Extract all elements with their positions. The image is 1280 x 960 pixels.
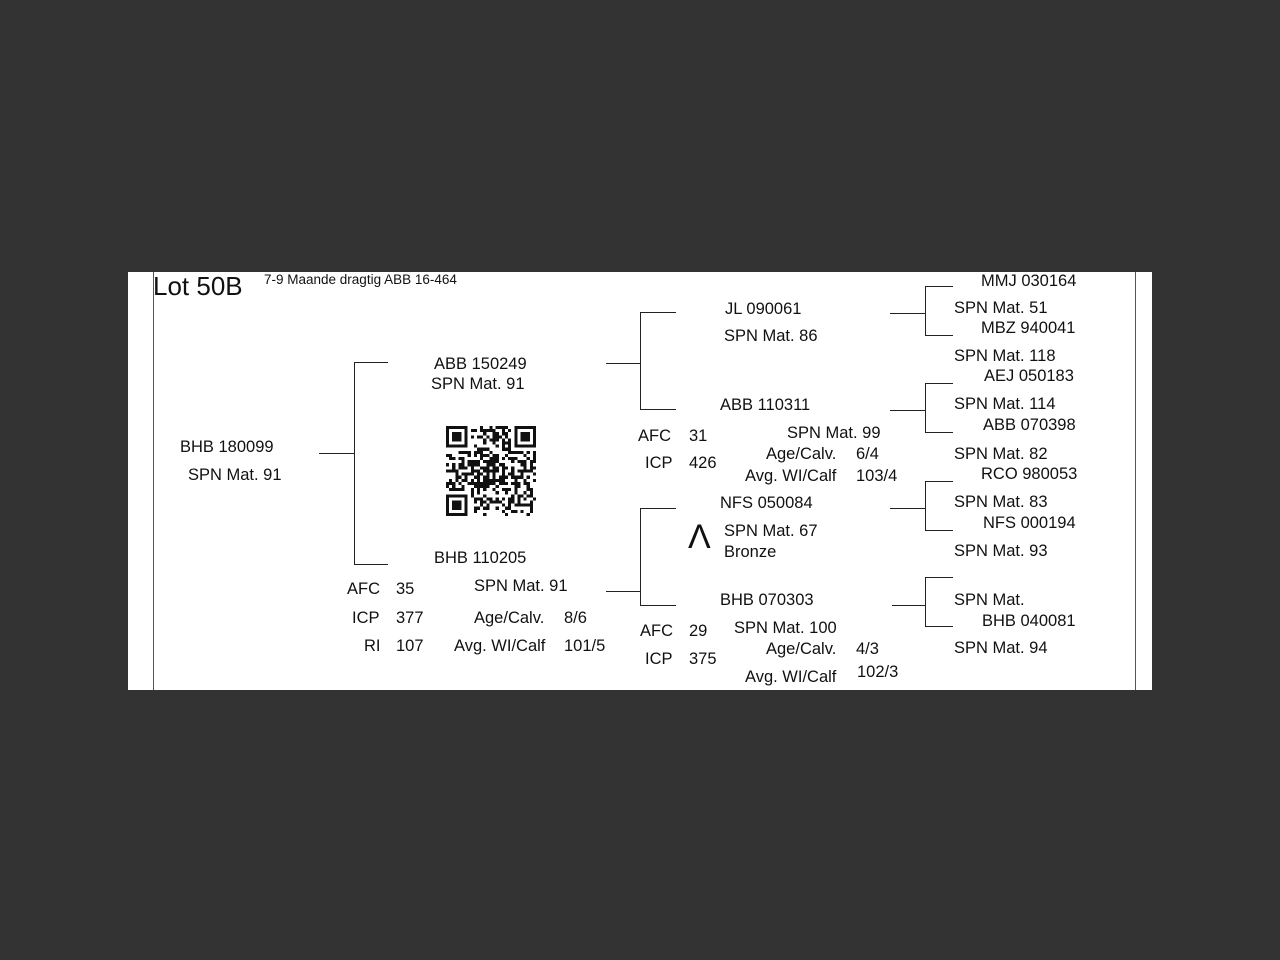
bracket-line (925, 335, 953, 336)
ggen-s1-after: SPN Mat. 118 (954, 347, 1056, 365)
sire-dam-avgwi-value: 103/4 (856, 467, 898, 485)
dam-dam-spn: SPN Mat. 100 (734, 619, 837, 637)
animal-spn: SPN Mat. 91 (188, 466, 282, 484)
bracket-line (354, 362, 388, 363)
ggen-s3-spn: SPN Mat. 83 (954, 493, 1048, 511)
bracket-line (925, 383, 926, 433)
bracket-line (640, 312, 641, 410)
bracket-line (925, 286, 953, 287)
bracket-line (354, 564, 388, 565)
ggen-s1-spn: SPN Mat. 51 (954, 299, 1048, 317)
dam-spn: SPN Mat. 91 (474, 577, 568, 595)
pedigree-sheet: Lot 50B 7-9 Maande dragtig ABB 16-464 BH… (128, 272, 1152, 690)
dam-dam-icp-value: 375 (689, 650, 717, 668)
ggen-s4-spn: SPN Mat. (954, 591, 1025, 609)
animal-id: BHB 180099 (180, 438, 274, 456)
sire-sire-spn: SPN Mat. 86 (724, 327, 818, 345)
bracket-line (640, 605, 676, 606)
dam-dam-avgwi-value: 102/3 (857, 663, 899, 681)
sire-dam-icp-value: 426 (689, 454, 717, 472)
bracket-line (640, 409, 676, 410)
bracket-line (925, 530, 953, 531)
dam-avgwi-value: 101/5 (564, 637, 606, 655)
bracket-line (640, 312, 676, 313)
sire-dam-afc-value: 31 (689, 427, 708, 445)
dam-afc-label: AFC (347, 580, 380, 598)
dam-dam-agecalv-value: 4/3 (856, 640, 879, 658)
right-margin-rule (1135, 272, 1136, 690)
bracket-line (925, 481, 953, 482)
bracket-line (892, 605, 926, 606)
dam-sire-id: NFS 050084 (720, 494, 813, 512)
lot-title: Lot 50B (153, 272, 243, 301)
qr-code-icon (446, 426, 536, 516)
ggen-s3-bot: NFS 000194 (983, 514, 1076, 532)
ggen-s3-top: RCO 980053 (981, 465, 1078, 483)
bracket-line (890, 313, 926, 314)
bracket-line (606, 591, 641, 592)
sire-dam-agecalv-label: Age/Calv. (766, 445, 837, 463)
ggen-s2-top: AEJ 050183 (984, 367, 1074, 385)
sire-dam-id: ABB 110311 (720, 396, 811, 414)
sire-dam-icp-label: ICP (645, 454, 673, 472)
dam-ri-value: 107 (396, 637, 424, 655)
bracket-line (925, 383, 953, 384)
ggen-s2-spn: SPN Mat. 114 (954, 395, 1056, 413)
ggen-s1-top: MMJ 030164 (981, 272, 1077, 290)
ggen-s2-bot: ABB 070398 (983, 416, 1076, 434)
sire-dam-avgwi-label: Avg. WI/Calf (745, 467, 837, 485)
sire-id: ABB 150249 (434, 355, 527, 373)
left-margin-rule (153, 272, 154, 690)
dam-dam-afc-label: AFC (640, 622, 673, 640)
sire-spn: SPN Mat. 91 (431, 375, 525, 393)
bracket-line (925, 481, 926, 531)
ggen-s4-after: SPN Mat. 94 (954, 639, 1048, 657)
bracket-line (354, 362, 355, 565)
lot-subtitle: 7-9 Maande dragtig ABB 16-464 (264, 272, 457, 287)
dam-agecalv-value: 8/6 (564, 609, 587, 627)
dam-dam-id: BHB 070303 (720, 591, 814, 609)
bracket-line (925, 626, 953, 627)
dam-icp-value: 377 (396, 609, 424, 627)
dam-dam-avgwi-label: Avg. WI/Calf (745, 668, 837, 686)
bracket-line (925, 577, 953, 578)
ggen-s3-after: SPN Mat. 93 (954, 542, 1048, 560)
sire-dam-spn: SPN Mat. 99 (787, 424, 881, 442)
ggen-s2-after: SPN Mat. 82 (954, 445, 1048, 463)
dam-afc-value: 35 (396, 580, 415, 598)
lambda-symbol: Λ (688, 518, 711, 556)
bracket-line (925, 577, 926, 627)
bracket-line (640, 508, 676, 509)
bracket-line (640, 508, 641, 606)
dam-agecalv-label: Age/Calv. (474, 609, 545, 627)
dam-avgwi-label: Avg. WI/Calf (454, 637, 546, 655)
dam-id: BHB 110205 (434, 549, 527, 567)
dam-dam-icp-label: ICP (645, 650, 673, 668)
dam-ri-label: RI (364, 637, 381, 655)
sire-dam-afc-label: AFC (638, 427, 671, 445)
ggen-s4-bot: BHB 040081 (982, 612, 1076, 630)
dam-sire-award: Bronze (724, 543, 777, 561)
bracket-line (319, 453, 355, 454)
bracket-line (925, 432, 953, 433)
dam-icp-label: ICP (352, 609, 380, 627)
bracket-line (606, 363, 641, 364)
sire-sire-id: JL 090061 (725, 300, 802, 318)
ggen-s1-bot: MBZ 940041 (981, 319, 1076, 337)
dam-sire-spn: SPN Mat. 67 (724, 522, 818, 540)
sire-dam-agecalv-value: 6/4 (856, 445, 879, 463)
bracket-line (890, 410, 926, 411)
bracket-line (925, 286, 926, 336)
dam-dam-afc-value: 29 (689, 622, 708, 640)
bracket-line (890, 508, 926, 509)
dam-dam-agecalv-label: Age/Calv. (766, 640, 837, 658)
